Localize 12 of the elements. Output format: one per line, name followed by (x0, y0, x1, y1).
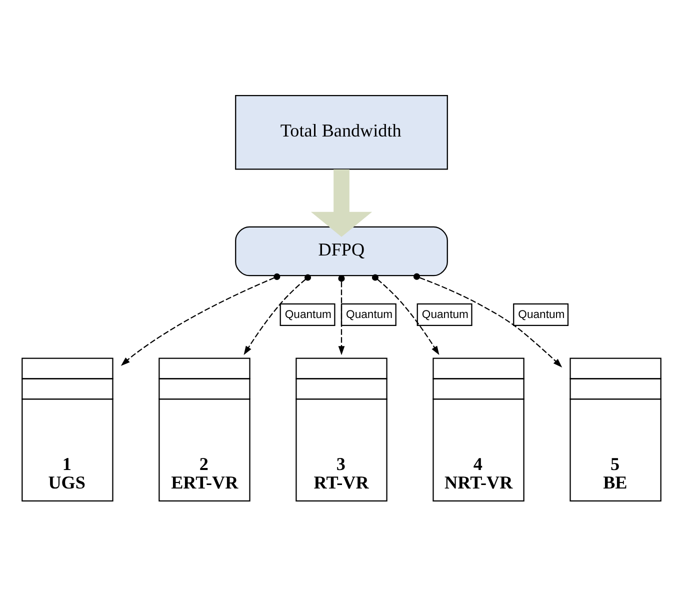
node-box: Total Bandwidth (235, 94, 448, 170)
edge-label: Quantum (422, 309, 468, 322)
arrow (372, 274, 440, 356)
edge-label: Quantum (346, 309, 393, 322)
arrow (413, 273, 562, 368)
node-box: DFPQ (235, 226, 448, 276)
arrow (244, 274, 312, 356)
edge-label: Quantum (284, 309, 332, 322)
arrow (338, 275, 345, 356)
arrow (120, 273, 280, 366)
edge-label: Quantum (518, 309, 565, 322)
arrow (310, 169, 372, 237)
